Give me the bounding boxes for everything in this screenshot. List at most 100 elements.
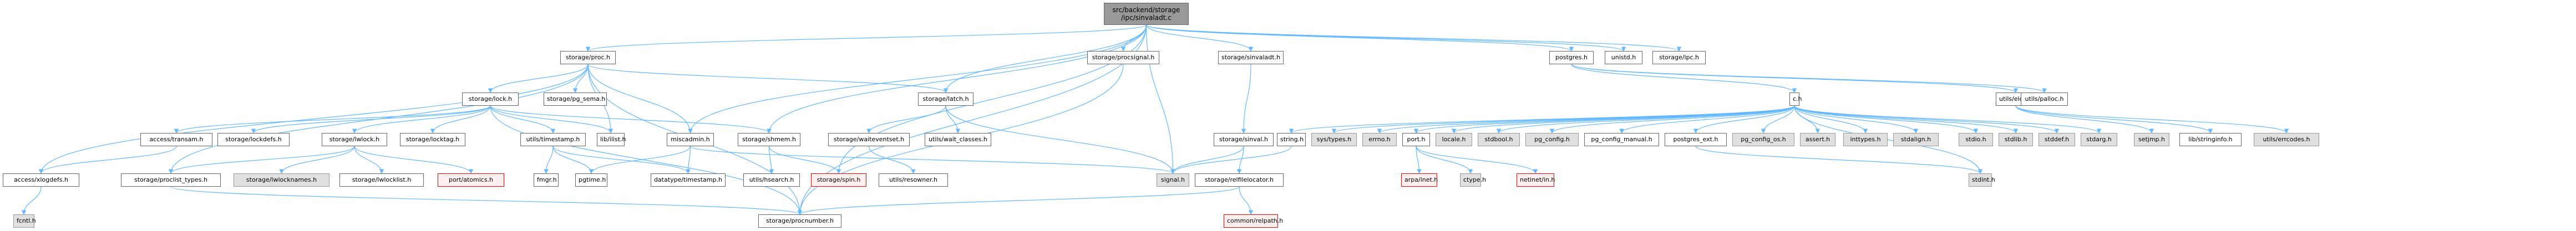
node-stddef[interactable]: stddef.h xyxy=(2039,133,2075,146)
edge-timestamp_u-to-timestamp_d xyxy=(552,146,691,174)
node-label: storage/latch.h xyxy=(922,95,969,102)
node-locale[interactable]: locale.h xyxy=(1436,133,1472,146)
node-pg-sema[interactable]: storage/pg_sema.h xyxy=(544,93,607,106)
node-proclist-types[interactable]: storage/proclist_types.h xyxy=(121,173,221,187)
edge-string-to-signal xyxy=(1170,146,1292,174)
node-relfilelocator[interactable]: storage/relfilelocator.h xyxy=(1195,173,1284,187)
edge-root-to-signal xyxy=(1145,24,1175,174)
node-assert[interactable]: assert.h xyxy=(1800,133,1835,146)
node-timestamp-u[interactable]: utils/timestamp.h xyxy=(520,133,586,146)
edge-proclist_types-to-procnumber xyxy=(170,186,802,215)
node-shmem[interactable]: storage/shmem.h xyxy=(738,133,800,146)
node-label: storage/waiteventset.h xyxy=(833,136,905,143)
node-stdalign[interactable]: stdalign.h xyxy=(1893,133,1939,146)
node-latch[interactable]: storage/latch.h xyxy=(918,93,973,106)
node-label: signal.h xyxy=(1160,176,1185,183)
node-setjmp[interactable]: setjmp.h xyxy=(2134,133,2169,146)
edge-miscadmin-to-signal xyxy=(689,146,1175,174)
node-label: utils/palloc.h xyxy=(2025,95,2064,102)
node-atomics[interactable]: port/atomics.h xyxy=(438,173,504,187)
node-locktag[interactable]: storage/locktag.h xyxy=(400,133,465,146)
node-inttypes[interactable]: inttypes.h xyxy=(1843,133,1888,146)
node-spin[interactable]: storage/spin.h xyxy=(811,173,866,187)
node-ctype[interactable]: ctype.h xyxy=(1460,173,1486,187)
node-procsignal[interactable]: storage/procsignal.h xyxy=(1087,51,1159,64)
node-procnumber[interactable]: storage/procnumber.h xyxy=(758,214,841,228)
node-netinet-in[interactable]: netinet/in.h xyxy=(1517,173,1555,187)
node-resowner[interactable]: utils/resowner.h xyxy=(879,173,948,187)
node-pg-config-os[interactable]: pg_config_os.h xyxy=(1732,133,1794,146)
node-label: pg_config.h xyxy=(1534,136,1570,143)
node-label: storage/lwlocknames.h xyxy=(246,176,317,183)
node-palloc[interactable]: utils/palloc.h xyxy=(2021,93,2068,106)
node-proc[interactable]: storage/proc.h xyxy=(560,51,616,64)
edge-postgres_ext-to-stdint xyxy=(1695,146,1983,174)
node-stdarg[interactable]: stdarg.h xyxy=(2081,133,2117,146)
node-c[interactable]: c.h xyxy=(1789,93,1802,106)
node-hsearch[interactable]: utils/hsearch.h xyxy=(743,173,800,187)
edge-lock-to-lockdefs xyxy=(251,105,491,134)
node-fcntl[interactable]: fcntl.h xyxy=(13,214,36,228)
node-stdint[interactable]: stdint.h xyxy=(1969,173,1995,187)
node-lwlocklist[interactable]: storage/lwlocklist.h xyxy=(339,173,424,187)
node-waiteventset[interactable]: storage/waiteventset.h xyxy=(828,133,910,146)
node-systypes[interactable]: sys/types.h xyxy=(1311,133,1357,146)
edge-sinval-to-signal xyxy=(1170,146,1244,174)
edge-root-to-postgres xyxy=(1145,24,1574,52)
node-sinval[interactable]: storage/sinval.h xyxy=(1214,133,1274,146)
node-label: stdint.h xyxy=(1972,176,1995,183)
node-string[interactable]: string.h xyxy=(1277,133,1306,146)
edge-root-to-ipc xyxy=(1145,24,1681,52)
edge-latch-to-signal xyxy=(945,105,1175,174)
edge-relfilelocator-to-relpath xyxy=(1239,186,1254,215)
node-stdlib[interactable]: stdlib.h xyxy=(1999,133,2033,146)
node-label: string.h xyxy=(1280,136,1304,143)
edge-postgres-to-elog xyxy=(1571,64,2018,93)
node-pg-config[interactable]: pg_config.h xyxy=(1525,133,1579,146)
edge-postgres-to-c xyxy=(1571,64,1797,93)
node-ipc[interactable]: storage/ipc.h xyxy=(1652,51,1706,64)
node-relpath[interactable]: common/relpath.h xyxy=(1224,214,1283,228)
node-stdio[interactable]: stdio.h xyxy=(1959,133,1993,146)
node-port[interactable]: port.h xyxy=(1402,133,1430,146)
node-wait-classes[interactable]: utils/wait_classes.h xyxy=(925,133,991,146)
edge-root-to-latch xyxy=(943,24,1147,93)
node-unistd[interactable]: unistd.h xyxy=(1605,51,1642,64)
edge-elog-to-setjmp xyxy=(2015,105,2154,134)
node-label: src/backend/storage xyxy=(1112,6,1180,14)
node-lock[interactable]: storage/lock.h xyxy=(462,93,519,106)
node-transam[interactable]: access/transam.h xyxy=(140,133,212,146)
node-errcodes[interactable]: utils/errcodes.h xyxy=(2254,133,2319,146)
node-lwlock[interactable]: storage/lwlock.h xyxy=(322,133,387,146)
edge-postgres-to-palloc xyxy=(1571,64,2047,93)
node-signal[interactable]: signal.h xyxy=(1157,173,1189,187)
node-lwlocknames[interactable]: storage/lwlocknames.h xyxy=(234,173,329,187)
node-label: stdio.h xyxy=(1965,136,1986,143)
node-miscadmin[interactable]: miscadmin.h xyxy=(667,133,714,146)
node-label: storage/procnumber.h xyxy=(766,217,834,224)
node-stringinfo[interactable]: lib/stringinfo.h xyxy=(2179,133,2242,146)
node-arpa-inet[interactable]: arpa/inet.h xyxy=(1401,173,1438,187)
edge-c-to-stdio xyxy=(1794,105,1979,134)
node-fmgr[interactable]: fmgr.h xyxy=(534,173,559,187)
edge-sinval-to-relfilelocator xyxy=(1236,146,1244,174)
node-errno[interactable]: errno.h xyxy=(1362,133,1397,146)
node-label: storage/lock.h xyxy=(468,95,513,102)
edge-c-to-locale xyxy=(1451,105,1795,134)
node-root[interactable]: src/backend/storage/ipc/sinvaladt.c xyxy=(1104,3,1189,25)
node-postgres[interactable]: postgres.h xyxy=(1549,51,1594,64)
node-postgres-ext[interactable]: postgres_ext.h xyxy=(1665,133,1727,146)
node-label: datatype/timestamp.h xyxy=(654,176,722,183)
node-pgtime[interactable]: pgtime.h xyxy=(575,173,607,187)
node-pg-config-manual[interactable]: pg_config_manual.h xyxy=(1584,133,1659,146)
node-label: sys/types.h xyxy=(1316,136,1352,143)
node-label: pg_config_os.h xyxy=(1741,136,1786,143)
node-stdbool[interactable]: stdbool.h xyxy=(1478,133,1520,146)
node-ilist[interactable]: lib/ilist.h xyxy=(597,133,626,146)
node-label: storage/pg_sema.h xyxy=(547,95,606,102)
node-label: inttypes.h xyxy=(1850,136,1881,143)
node-xlogdefs[interactable]: access/xlogdefs.h xyxy=(3,173,79,187)
node-sinvaladt-h[interactable]: storage/sinvaladt.h xyxy=(1218,51,1284,64)
node-lockdefs[interactable]: storage/lockdefs.h xyxy=(217,133,290,146)
node-timestamp-d[interactable]: datatype/timestamp.h xyxy=(651,173,726,187)
